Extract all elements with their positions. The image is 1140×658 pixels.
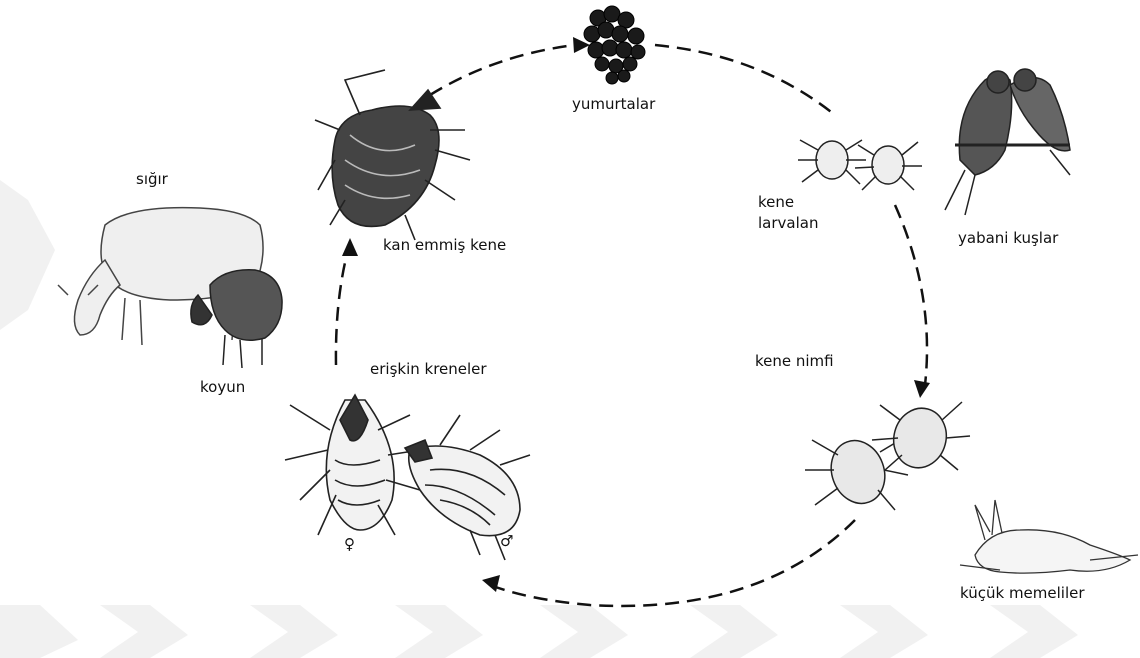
label-nymph: kene nimfi <box>755 352 834 370</box>
arrow-nymph-to-adults <box>490 520 855 606</box>
rabbit-icon <box>960 500 1138 573</box>
arrowhead-engorged <box>342 238 358 256</box>
female-symbol: ♀ <box>344 535 355 553</box>
adult-tick-icon <box>285 395 530 560</box>
arrow-larvae-to-nymph <box>895 205 927 385</box>
label-small-mammals: küçük memeliler <box>960 584 1085 602</box>
arrow-eggs-to-larvae <box>655 45 835 115</box>
label-adults: erişkin kreneler <box>370 360 487 378</box>
arrowhead-adults <box>482 575 500 592</box>
label-eggs: yumurtalar <box>572 95 655 113</box>
label-larvae-line2: larvalan <box>758 214 818 232</box>
arrow-adults-to-engorged <box>336 250 348 365</box>
larva-tick-icon <box>798 140 922 190</box>
label-sheep: koyun <box>200 378 245 396</box>
arrow-adult-to-eggs <box>430 45 575 95</box>
label-engorged: kan emmiş kene <box>383 236 506 254</box>
label-larvae-line1: kene <box>758 193 794 211</box>
label-wild-birds: yabani kuşlar <box>958 229 1058 247</box>
label-cattle: sığır <box>136 170 168 188</box>
egg-cluster-icon <box>584 6 645 84</box>
engorged-tick-icon <box>315 70 470 240</box>
arrowhead-nymph <box>914 380 930 398</box>
male-symbol: ♂ <box>500 532 513 550</box>
nymph-tick-icon <box>805 402 970 511</box>
birds-icon <box>945 69 1070 215</box>
